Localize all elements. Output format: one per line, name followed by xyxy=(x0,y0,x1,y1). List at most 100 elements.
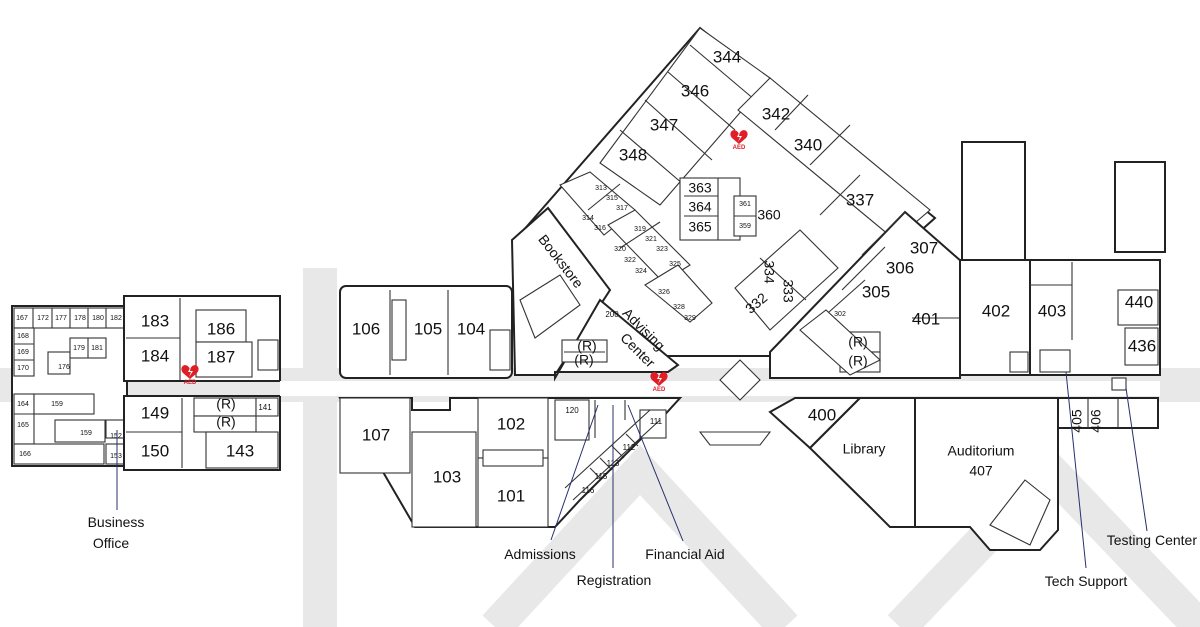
library-label: Library xyxy=(843,441,886,457)
room-164: 164 xyxy=(17,401,29,408)
room-178: 178 xyxy=(74,315,86,322)
leader-lines xyxy=(116,371,1148,569)
label-admissions: Admissions xyxy=(504,546,576,562)
west-building xyxy=(11,305,128,467)
restroom-6: (R) xyxy=(848,353,867,369)
room-169: 169 xyxy=(17,349,29,356)
room-141: 141 xyxy=(258,403,272,412)
room-159-b: 159 xyxy=(80,430,92,437)
room-149: 149 xyxy=(141,403,169,422)
room-120: 120 xyxy=(565,406,579,415)
room-170: 170 xyxy=(17,365,29,372)
room-306: 306 xyxy=(886,258,914,277)
room-107: 107 xyxy=(362,425,390,444)
aed-marker-west: AED xyxy=(181,365,199,386)
room-440: 440 xyxy=(1125,292,1153,311)
room-334: 334 xyxy=(761,260,777,284)
room-187: 187 xyxy=(207,347,235,366)
restroom-4: (R) xyxy=(574,352,593,368)
block-400s xyxy=(959,141,1166,376)
aed-icon xyxy=(181,365,199,379)
room-179: 179 xyxy=(73,345,85,352)
room-143: 143 xyxy=(226,441,254,460)
leader-testing-center xyxy=(1125,387,1148,532)
room-360: 360 xyxy=(757,207,781,223)
room-305: 305 xyxy=(862,282,890,301)
room-152: 152 xyxy=(110,433,122,440)
annotation-labels: Business Office Admissions Registration … xyxy=(88,514,1198,589)
main-corridor xyxy=(280,381,1160,396)
room-313: 313 xyxy=(595,185,607,192)
bookstore-advising xyxy=(510,206,680,382)
room-106: 106 xyxy=(352,319,380,338)
label-business-office-line1: Business xyxy=(88,514,145,530)
room-321: 321 xyxy=(645,236,657,243)
room-328: 328 xyxy=(673,304,685,311)
south-east-block xyxy=(768,377,1159,551)
central-south-wing xyxy=(338,397,683,528)
room-168: 168 xyxy=(17,333,29,340)
room-177: 177 xyxy=(55,315,67,322)
room-153: 153 xyxy=(110,453,122,460)
room-labels-left-center: 183 184 186 187 149 150 143 141 (R) (R) xyxy=(141,311,272,460)
room-115: 115 xyxy=(595,472,608,481)
restroom-3: (R) xyxy=(577,338,596,354)
room-329: 329 xyxy=(684,315,696,322)
room-342: 342 xyxy=(762,104,790,123)
room-166: 166 xyxy=(19,451,31,458)
room-320: 320 xyxy=(614,246,626,253)
room-401: 401 xyxy=(912,309,940,328)
central-north-wing xyxy=(339,285,513,379)
aed-label: AED xyxy=(733,145,746,151)
room-labels-central: 106 105 104 107 103 102 101 120 111 112 … xyxy=(352,319,663,505)
room-labels-east: 307 306 305 302 (R) (R) 401 402 403 440 … xyxy=(834,238,1156,368)
room-172: 172 xyxy=(37,315,49,322)
restroom-1: (R) xyxy=(216,396,235,412)
room-184: 184 xyxy=(141,346,169,365)
room-112: 112 xyxy=(623,443,636,452)
room-186: 186 xyxy=(207,319,235,338)
room-402: 402 xyxy=(982,301,1010,320)
room-317: 317 xyxy=(616,205,628,212)
label-financial-aid: Financial Aid xyxy=(645,546,724,562)
restroom-5: (R) xyxy=(848,334,867,350)
room-346: 346 xyxy=(681,81,709,100)
label-tech-support: Tech Support xyxy=(1045,573,1128,589)
north-diamond xyxy=(513,26,937,357)
auditorium-label-line2: 407 xyxy=(969,463,993,479)
room-326: 326 xyxy=(658,289,670,296)
room-105: 105 xyxy=(414,319,442,338)
room-400: 400 xyxy=(808,405,836,424)
room-302: 302 xyxy=(834,311,846,318)
room-323: 323 xyxy=(656,246,668,253)
left-center-building xyxy=(123,295,281,471)
room-403: 403 xyxy=(1038,301,1066,320)
center-rotunda xyxy=(698,359,772,446)
room-104: 104 xyxy=(457,319,485,338)
room-102: 102 xyxy=(497,414,525,433)
room-200: 200 xyxy=(605,310,619,319)
room-labels-south-east: 400 Library Auditorium 407 405 406 xyxy=(808,405,1104,478)
room-167: 167 xyxy=(16,315,28,322)
room-150: 150 xyxy=(141,441,169,460)
room-111: 111 xyxy=(650,417,663,426)
room-116: 116 xyxy=(582,486,595,495)
room-324: 324 xyxy=(635,268,647,275)
room-103: 103 xyxy=(433,467,461,486)
room-325: 325 xyxy=(669,261,681,268)
room-319: 319 xyxy=(634,226,646,233)
room-176: 176 xyxy=(58,364,70,371)
room-182: 182 xyxy=(110,315,122,322)
room-405: 405 xyxy=(1069,409,1085,433)
room-347: 347 xyxy=(650,115,678,134)
room-316: 316 xyxy=(594,225,606,232)
room-322: 322 xyxy=(624,257,636,264)
room-314: 314 xyxy=(582,215,594,222)
room-180: 180 xyxy=(92,315,104,322)
room-159: 159 xyxy=(51,401,63,408)
room-406: 406 xyxy=(1088,409,1104,433)
room-333: 333 xyxy=(780,279,796,303)
room-364: 364 xyxy=(688,199,712,215)
room-181: 181 xyxy=(91,345,103,352)
room-361: 361 xyxy=(739,201,751,208)
